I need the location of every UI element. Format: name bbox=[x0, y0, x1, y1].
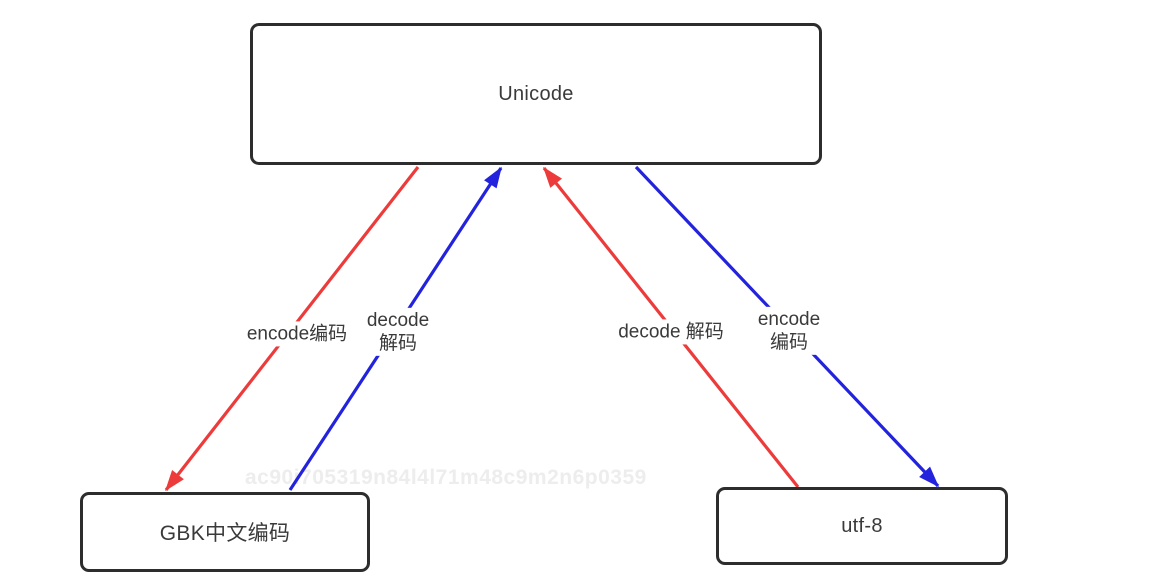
edge-label-utf8-decode: decode 解码 bbox=[615, 319, 727, 345]
node-unicode: Unicode bbox=[250, 23, 822, 165]
node-utf8: utf-8 bbox=[716, 487, 1008, 565]
edge-label-utf8-encode: encode 编码 bbox=[754, 306, 824, 356]
node-gbk: GBK中文编码 bbox=[80, 492, 370, 572]
edge-label-gbk-encode: encode编码 bbox=[243, 321, 351, 347]
watermark-text: ac90i705319n84l4l71m48c9m2n6p0359 bbox=[245, 466, 647, 489]
edge-label-gbk-decode: decode 解码 bbox=[363, 307, 433, 357]
